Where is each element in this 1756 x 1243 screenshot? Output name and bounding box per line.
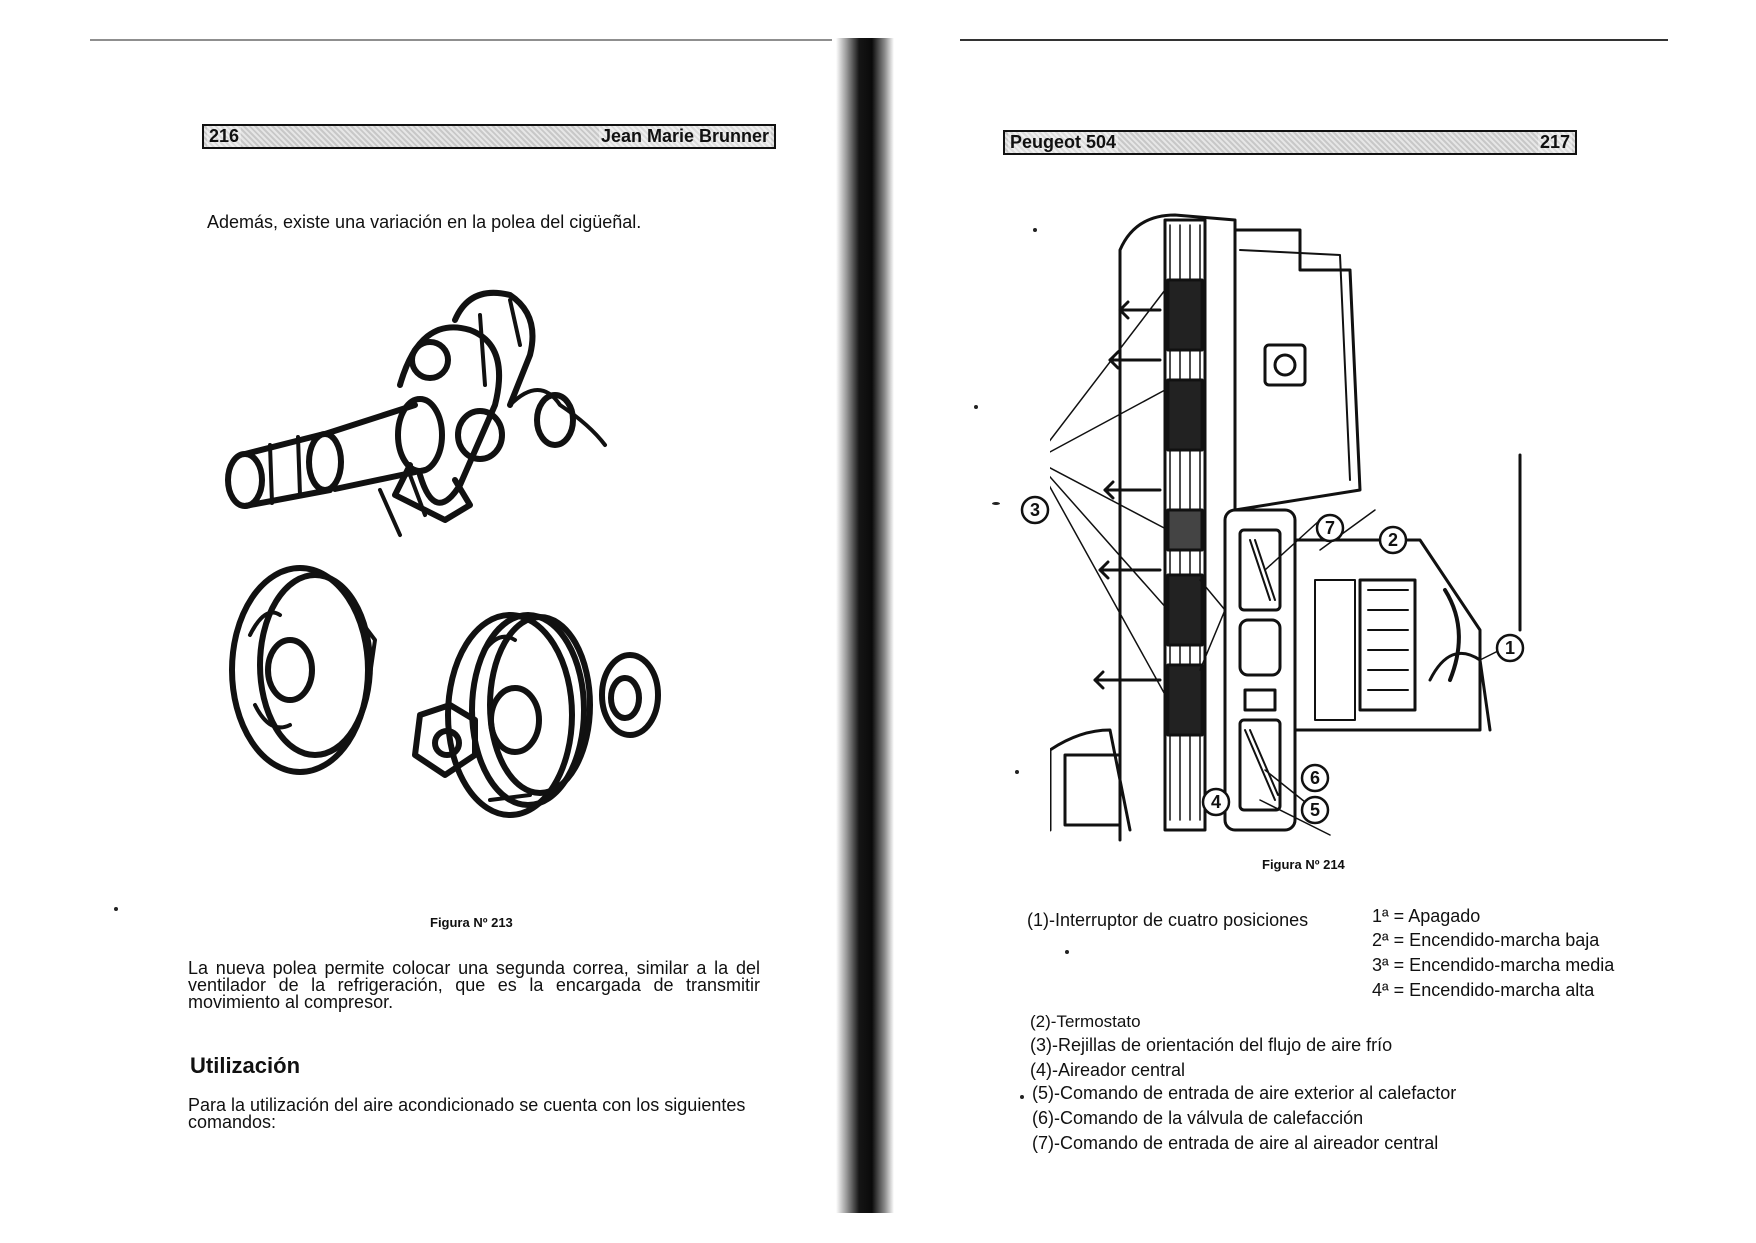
scan-speck [992,502,1000,505]
running-title: Peugeot 504 [1008,132,1119,153]
scan-speck [1033,228,1037,232]
switch-position-1: 1ª = Apagado [1372,906,1481,926]
scan-speck [114,907,118,911]
crankshaft-drawing [225,289,607,537]
scan-speck [1015,770,1019,774]
scan-speck [1020,1095,1024,1099]
old-pulley-drawing [229,565,377,775]
legend-item-4: (4)-Aireador central [1030,1060,1186,1080]
legend-item-7: (7)-Comando de entrada de aire al airead… [1032,1133,1439,1153]
legend-item-5: (5)-Comando de entrada de aire exterior … [1032,1083,1457,1103]
top-scan-edge-right [960,39,1668,41]
crankshaft-pulley-illustration [225,289,661,818]
top-scan-edge-left [90,39,832,41]
book-spine-shadow [836,38,894,1213]
callout-1-label: 1 [1505,638,1515,658]
section-heading: Utilización [190,1053,301,1078]
callout-4-label: 4 [1211,792,1221,812]
callout-2 [1378,525,1408,555]
scan-speck [974,405,978,409]
callout-5 [1300,795,1330,825]
switch-position-3: 3ª = Encendido-marcha media [1372,955,1615,975]
callout-6-label: 6 [1310,768,1320,788]
right-page-header: Peugeot 504 217 [1003,130,1577,155]
left-page-header: 216 Jean Marie Brunner [202,124,776,149]
figure-213-caption: Figura Nº 213 [430,915,513,930]
legend-switch-label: (1)-Interruptor de cuatro posiciones [1027,910,1309,930]
pulley-paragraph: La nueva polea permite colocar una segun… [188,958,760,1012]
legend-item-2: (2)-Termostato [1030,1012,1141,1031]
section-text: Para la utilización del aire acondiciona… [188,1095,746,1132]
switch-position-4: 4ª = Encendido-marcha alta [1372,980,1595,1000]
switch-position-2: 2ª = Encendido-marcha baja [1372,930,1600,950]
callout-3 [1020,495,1050,525]
legend-item-3: (3)-Rejillas de orientación del flujo de… [1030,1035,1393,1055]
page-number: 216 [207,126,242,147]
figure-214-caption: Figura Nº 214 [1262,857,1345,872]
callout-3-label: 3 [1030,500,1040,520]
legend-item-6: (6)-Comando de la válvula de calefacción [1032,1108,1364,1128]
page-number: 217 [1537,132,1572,153]
author-name: Jean Marie Brunner [598,126,771,147]
callout-7 [1315,513,1345,543]
callout-2-label: 2 [1388,530,1398,550]
intro-text: Además, existe una variación en la polea… [207,212,642,232]
dashboard-controls-diagram [1050,213,1522,842]
new-pulley-drawing [412,612,661,818]
callout-6 [1300,763,1330,793]
callout-7-label: 7 [1325,518,1335,538]
callout-1 [1495,633,1525,663]
callout-circles: 3 4 7 2 1 6 5 [1020,495,1525,825]
scan-speck [1065,950,1069,954]
callout-5-label: 5 [1310,800,1320,820]
callout-4 [1201,787,1231,817]
